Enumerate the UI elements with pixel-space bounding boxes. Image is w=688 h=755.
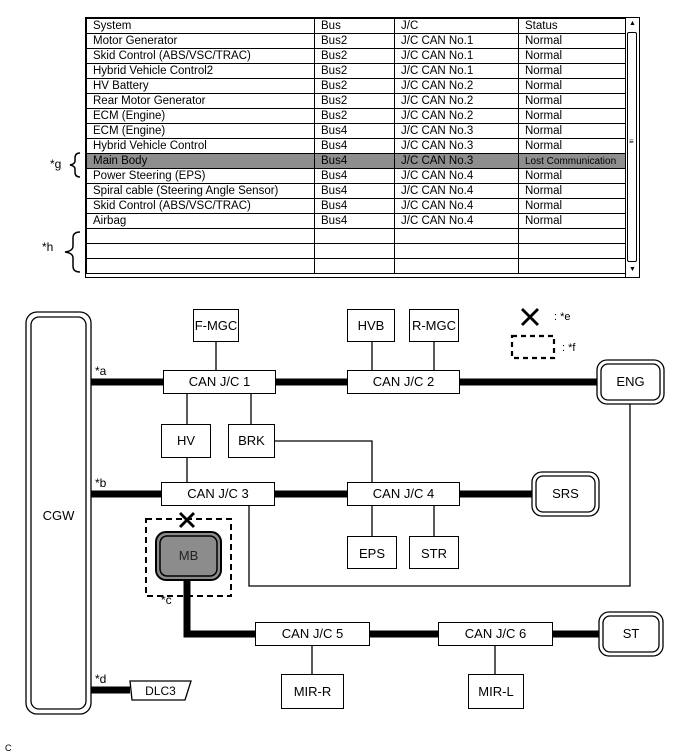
callout-b: *b: [95, 476, 107, 490]
hvb-node: HVB: [347, 309, 395, 342]
cgw-label: CGW: [42, 508, 75, 523]
can-jc2-label: CAN J/C 2: [372, 374, 435, 389]
table-cell: Spiral cable (Steering Angle Sensor): [86, 183, 315, 199]
legend-e-label: : *e: [554, 311, 571, 323]
column-header[interactable]: J/C: [394, 18, 519, 34]
can-jc5-label: CAN J/C 5: [281, 626, 344, 641]
mb-node: [155, 531, 222, 581]
st-label: ST: [622, 626, 640, 641]
can-jc4-box: CAN J/C 4: [347, 482, 460, 506]
table-cell: Hybrid Vehicle Control: [86, 138, 315, 154]
scroll-up-icon[interactable]: ▲: [629, 20, 636, 27]
table-row[interactable]: [86, 243, 626, 259]
table-cell: Bus2: [314, 78, 395, 94]
table-cell: Bus4: [314, 153, 395, 169]
hv-label: HV: [176, 433, 196, 448]
table-row[interactable]: [86, 258, 626, 274]
rmgc-label: R-MGC: [411, 318, 457, 333]
dlc3-connector: [129, 680, 192, 701]
fmgc-label: F-MGC: [194, 318, 238, 333]
eng-label: ENG: [616, 374, 645, 389]
scrollbar-thumb[interactable]: ≡: [627, 32, 637, 262]
brk-label: BRK: [238, 433, 265, 448]
dlc3-label: DLC3: [145, 684, 176, 698]
brace-g-icon: [69, 152, 81, 178]
hv-node: HV: [161, 424, 211, 458]
can-jc1-box: CAN J/C 1: [163, 370, 276, 394]
rmgc-node: R-MGC: [409, 309, 459, 342]
legend-f-label: : *f: [562, 342, 576, 354]
can-jc6-label: CAN J/C 6: [464, 626, 527, 641]
can-jc1-label: CAN J/C 1: [188, 374, 251, 389]
eps-label: EPS: [358, 546, 385, 561]
callout-g: *g: [50, 157, 62, 171]
srs-node: [531, 471, 600, 517]
brk-node: BRK: [228, 424, 275, 458]
can-jc3-label: CAN J/C 3: [187, 486, 249, 501]
can-jc5-box: CAN J/C 5: [255, 622, 370, 646]
eng-node: [596, 359, 665, 405]
srs-label: SRS: [552, 486, 579, 501]
mir-l-node: MIR-L: [468, 674, 524, 709]
str-label: STR: [421, 546, 447, 561]
legend-dashed-box-icon: [510, 334, 556, 360]
can-jc4-label: CAN J/C 4: [372, 486, 435, 501]
callout-c: *c: [161, 593, 172, 607]
st-node: [598, 611, 664, 657]
vertical-scrollbar[interactable]: ▲ ≡ ▼: [625, 18, 639, 277]
mir-l-label: MIR-L: [478, 684, 514, 699]
scroll-down-icon[interactable]: ▼: [629, 266, 636, 273]
callout-d: *d: [95, 672, 107, 686]
cgw-node: [25, 311, 92, 715]
mb-label: MB: [178, 548, 199, 563]
table-cell: Lost Communication: [518, 153, 626, 169]
hvb-label: HVB: [357, 318, 385, 333]
table-cell: Skid Control (ABS/VSC/TRAC): [86, 198, 315, 214]
callout-h: *h: [42, 240, 54, 254]
can-jc6-box: CAN J/C 6: [438, 622, 553, 646]
table-cell: J/C CAN No.2: [394, 93, 519, 109]
mir-r-label: MIR-R: [293, 684, 332, 699]
str-node: STR: [409, 536, 459, 569]
table-cell: J/C CAN No.3: [394, 138, 519, 154]
bus-line-c: [183, 580, 255, 638]
eps-node: EPS: [347, 536, 397, 569]
mir-r-node: MIR-R: [281, 674, 344, 709]
table-cell: Normal: [518, 33, 626, 49]
table-cell: J/C CAN No.1: [394, 33, 519, 49]
figure-code: C: [5, 743, 12, 753]
table-cell: Rear Motor Generator: [86, 93, 315, 109]
table-cell: Power Steering (EPS): [86, 168, 315, 184]
can-jc2-box: CAN J/C 2: [347, 370, 460, 394]
grip-icon: ≡: [629, 137, 634, 146]
callout-a: *a: [95, 364, 107, 378]
fmgc-node: F-MGC: [193, 309, 239, 342]
brace-h-icon: [64, 231, 81, 273]
can-jc3-box: CAN J/C 3: [161, 482, 275, 506]
